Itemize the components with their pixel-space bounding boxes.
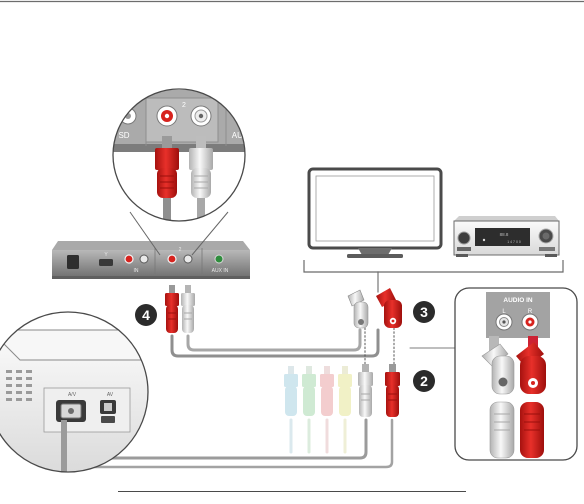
panel-plug-red-angled <box>516 336 546 394</box>
hub-aux-label: AUX IN <box>212 268 229 274</box>
zoom-left-label: SD <box>118 131 129 140</box>
plug-red-4 <box>165 285 179 333</box>
mini-port-label: Y <box>104 252 108 258</box>
zoom-console-ports: A/V AV <box>0 311 149 473</box>
plug-white-4 <box>181 285 195 333</box>
step-badge-2: 2 <box>413 370 435 392</box>
zoom-line-left <box>129 211 161 256</box>
receiver-knob-left <box>457 231 471 245</box>
mini-port <box>99 259 113 266</box>
hub-input-label: IN <box>134 268 139 274</box>
step-badge-4-label: 4 <box>142 307 150 323</box>
plugs-composite-2 <box>284 364 400 417</box>
audio-in-panel: AUDIO IN L R <box>454 287 578 461</box>
rca-jack-white-2 <box>183 254 193 264</box>
panel-plug-white-angled <box>481 336 515 395</box>
cable-hub-white <box>186 328 362 352</box>
rca-jack-red-1 <box>124 254 134 264</box>
plug-component-red <box>320 366 334 416</box>
plug-component-green <box>302 366 316 416</box>
audio-panel-right: R <box>528 309 533 315</box>
zoom-plug-red <box>155 136 179 198</box>
zoom-plug-white <box>189 136 213 198</box>
plug-component-blue <box>284 366 298 416</box>
hub-jack-number: 2 <box>179 247 182 253</box>
av-receiver: 88.8 1 4 7 0 0 <box>453 216 560 257</box>
zoom-number: 2 <box>182 102 186 109</box>
zoom-line-right <box>191 211 229 256</box>
tv-group-bracket <box>303 260 564 273</box>
audio-panel-title: AUDIO IN <box>503 297 533 304</box>
rca-jack-white-1 <box>139 254 149 264</box>
plugs-tv-3 <box>347 288 402 329</box>
receiver-display-line-2: 1 4 7 0 0 <box>507 240 521 244</box>
plug-white-2 <box>358 364 373 417</box>
plug-red-3 <box>376 288 402 328</box>
receiver-display <box>475 228 530 246</box>
zoom-hub-jacks: 2 SD AUX <box>112 88 249 222</box>
zoom-right-label: AUX <box>232 131 249 140</box>
panel-plug-red-straight <box>520 402 544 458</box>
step-badge-4: 4 <box>135 304 157 326</box>
console-port-label-1: A/V <box>68 392 77 398</box>
step-badge-2-label: 2 <box>420 373 428 389</box>
step-badge-3: 3 <box>413 301 435 323</box>
receiver-display-line-1: 88.8 <box>500 232 509 237</box>
plug-red-2 <box>385 364 400 417</box>
power-port <box>67 255 79 269</box>
console-port-label-2: AV <box>107 392 114 398</box>
media-hub: Y IN 2 AUX IN <box>52 241 250 279</box>
plugs-hub-4 <box>165 285 195 333</box>
plug-component-yellow <box>338 366 352 416</box>
plug-white-3 <box>347 289 369 329</box>
step-badge-3-label: 3 <box>420 304 428 320</box>
cable-hub-red <box>170 328 380 358</box>
television <box>307 167 443 258</box>
console-vents <box>6 370 32 401</box>
rca-jack-red-2 <box>167 254 177 264</box>
audio-panel-left: L <box>502 309 506 315</box>
aux-jack <box>214 254 224 264</box>
panel-plug-white-straight <box>489 401 515 459</box>
